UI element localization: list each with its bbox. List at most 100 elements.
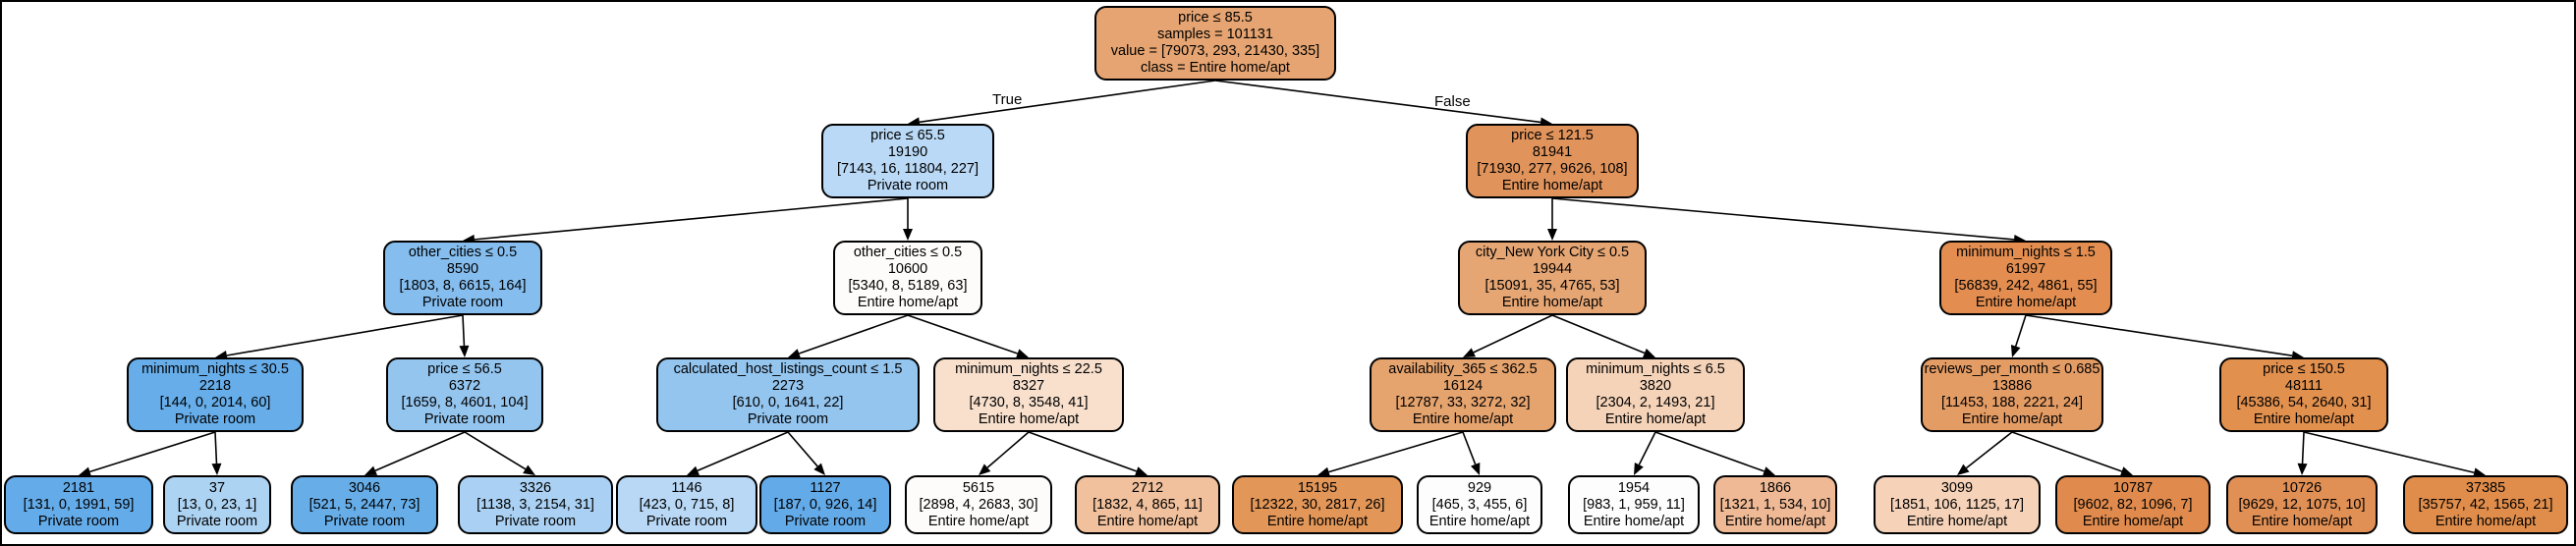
node-value: [71930, 277, 9626, 108]	[1477, 161, 1628, 177]
tree-edge	[1028, 431, 1137, 472]
node-class: Private room	[176, 513, 258, 529]
node-samples: 1866	[1759, 479, 1792, 496]
tree-node-12[interactable]: minimum_nights ≤ 6.5 3820 [2304, 2, 1493…	[1566, 357, 1745, 432]
node-samples: 2273	[771, 378, 805, 394]
node-split-label: minimum_nights ≤ 30.5	[141, 361, 289, 377]
tree-leaf-29[interactable]: 10726 [9629, 12, 1075, 10] Entire home/a…	[2226, 475, 2378, 534]
tree-leaf-23[interactable]: 15195 [12322, 30, 2817, 26] Entire home/…	[1232, 475, 1403, 534]
tree-node-11[interactable]: availability_365 ≤ 362.5 16124 [12787, 3…	[1370, 357, 1556, 432]
node-class: Entire home/apt	[1501, 178, 1603, 193]
tree-leaf-22[interactable]: 2712 [1832, 4, 865, 11] Entire home/apt	[1075, 475, 1220, 534]
tree-leaf-30[interactable]: 37385 [35757, 42, 1565, 21] Entire home/…	[2403, 475, 2568, 534]
node-split-label: availability_365 ≤ 362.5	[1388, 361, 1538, 377]
node-class: Entire home/apt	[1724, 513, 1826, 529]
tree-edge-arrowhead	[1643, 348, 1655, 358]
node-value: [2898, 4, 2683, 30]	[919, 496, 1038, 513]
node-samples: 10787	[2112, 479, 2154, 496]
node-split-label: price ≤ 121.5	[1511, 128, 1594, 143]
node-samples: 8327	[1012, 378, 1045, 394]
node-split-label: price ≤ 150.5	[2263, 361, 2345, 377]
tree-edge	[1473, 314, 1553, 354]
node-class: Private room	[323, 513, 406, 529]
tree-node-3[interactable]: other_cities ≤ 0.5 8590 [1803, 8, 6615, …	[383, 241, 542, 315]
node-class: Private room	[37, 513, 120, 529]
node-value: [1851, 106, 1125, 17]	[1890, 496, 2024, 513]
node-class: Private room	[784, 513, 867, 529]
tree-edge-arrowhead	[1135, 466, 1148, 476]
node-class: Entire home/apt	[2082, 513, 2184, 529]
node-value: [56839, 242, 4861, 55]	[1954, 278, 2098, 294]
tree-edge	[464, 431, 527, 470]
tree-node-7[interactable]: minimum_nights ≤ 30.5 2218 [144, 0, 2014…	[127, 357, 304, 432]
node-samples: 1954	[1617, 479, 1651, 496]
node-samples: 3326	[519, 479, 552, 496]
tree-node-5[interactable]: city_New York City ≤ 0.5 19944 [15091, 3…	[1458, 241, 1647, 315]
tree-node-9[interactable]: calculated_host_listings_count ≤ 1.5 227…	[656, 357, 920, 432]
tree-leaf-16[interactable]: 37 [13, 0, 23, 1] Private room	[163, 475, 271, 534]
tree-leaf-18[interactable]: 3326 [1138, 3, 2154, 31] Private room	[458, 475, 613, 534]
node-value: [465, 3, 455, 6]	[1431, 496, 1528, 513]
node-samples: 3820	[1639, 378, 1672, 394]
node-samples: 48111	[2284, 378, 2324, 394]
node-value: [35757, 42, 1565, 21]	[2418, 496, 2553, 513]
tree-leaf-21[interactable]: 5615 [2898, 4, 2683, 30] Entire home/apt	[905, 475, 1052, 534]
node-samples: 5615	[962, 479, 995, 496]
node-split-label: minimum_nights ≤ 6.5	[1586, 361, 1725, 377]
tree-node-10[interactable]: minimum_nights ≤ 22.5 8327 [4730, 8, 354…	[933, 357, 1124, 432]
tree-edge-arrowhead	[2120, 466, 2133, 476]
node-samples: 10600	[887, 261, 928, 277]
tree-leaf-24[interactable]: 929 [465, 3, 455, 6] Entire home/apt	[1417, 475, 1542, 534]
tree-edge	[1551, 197, 2015, 241]
tree-node-6[interactable]: minimum_nights ≤ 1.5 61997 [56839, 242, …	[1939, 241, 2112, 315]
tree-leaf-25[interactable]: 1954 [983, 1, 959, 11] Entire home/apt	[1568, 475, 1700, 534]
node-value: value = [79073, 293, 21430, 335]	[1110, 43, 1320, 59]
node-value: [9602, 82, 1096, 7]	[2073, 496, 2193, 513]
tree-edge	[799, 314, 909, 355]
tree-node-14[interactable]: price ≤ 150.5 48111 [45386, 54, 2640, 31…	[2219, 357, 2388, 432]
tree-edge-arrowhead	[79, 466, 91, 477]
tree-edge	[1638, 431, 1656, 465]
tree-edge	[1654, 431, 1764, 472]
node-split-label: other_cities ≤ 0.5	[408, 245, 518, 260]
tree-edge-arrowhead	[211, 463, 222, 475]
tree-leaf-19[interactable]: 1146 [423, 0, 715, 8] Private room	[616, 475, 757, 534]
node-class: Private room	[174, 411, 256, 427]
node-class: Entire home/apt	[1604, 411, 1707, 427]
node-samples: 37	[208, 479, 226, 496]
tree-node-8[interactable]: price ≤ 56.5 6372 [1659, 8, 4601, 104] P…	[386, 357, 543, 432]
node-samples: 13886	[1991, 378, 2033, 394]
node-class: Private room	[423, 411, 506, 427]
tree-node-13[interactable]: reviews_per_month ≤ 0.685 13886 [11453, …	[1921, 357, 2103, 432]
tree-leaf-17[interactable]: 3046 [521, 5, 2447, 73] Private room	[291, 475, 438, 534]
tree-node-root[interactable]: price ≤ 85.5 samples = 101131 value = [7…	[1094, 6, 1336, 81]
tree-leaf-15[interactable]: 2181 [131, 0, 1991, 59] Private room	[4, 475, 153, 534]
tree-edge	[1462, 431, 1477, 465]
node-class: Entire home/apt	[1412, 411, 1514, 427]
node-samples: 2181	[62, 479, 95, 496]
tree-edge-arrowhead	[813, 463, 825, 475]
tree-node-2[interactable]: price ≤ 121.5 81941 [71930, 277, 9626, 1…	[1466, 124, 1639, 198]
tree-leaf-28[interactable]: 10787 [9602, 82, 1096, 7] Entire home/ap…	[2055, 475, 2211, 534]
tree-leaf-20[interactable]: 1127 [187, 0, 926, 14] Private room	[759, 475, 891, 534]
node-class: Entire home/apt	[2435, 513, 2537, 529]
tree-node-1[interactable]: price ≤ 65.5 19190 [7143, 16, 11804, 227…	[821, 124, 994, 198]
tree-edge-arrowhead	[1016, 349, 1029, 358]
node-class: Entire home/apt	[2251, 513, 2353, 529]
node-split-label: other_cities ≤ 0.5	[853, 245, 963, 260]
node-class: Entire home/apt	[1428, 513, 1531, 529]
node-samples: 81941	[1532, 144, 1573, 160]
node-samples: 2712	[1131, 479, 1164, 496]
tree-edge	[474, 197, 909, 241]
edge-label-true: True	[992, 91, 1023, 108]
tree-leaf-27[interactable]: 3099 [1851, 106, 1125, 17] Entire home/a…	[1874, 475, 2041, 534]
tree-leaf-26[interactable]: 1866 [1321, 1, 534, 10] Entire home/apt	[1713, 475, 1837, 534]
node-samples: 19190	[887, 144, 928, 160]
tree-edge-arrowhead	[1463, 348, 1476, 357]
node-samples: 1127	[810, 479, 841, 496]
tree-node-4[interactable]: other_cities ≤ 0.5 10600 [5340, 8, 5189,…	[833, 241, 982, 315]
node-class: Entire home/apt	[1961, 411, 2063, 427]
node-value: [983, 1, 959, 11]	[1583, 496, 1685, 513]
node-samples: 16124	[1442, 378, 1484, 394]
node-value: [9629, 12, 1075, 10]	[2238, 496, 2366, 513]
tree-edge-arrowhead	[459, 345, 470, 357]
